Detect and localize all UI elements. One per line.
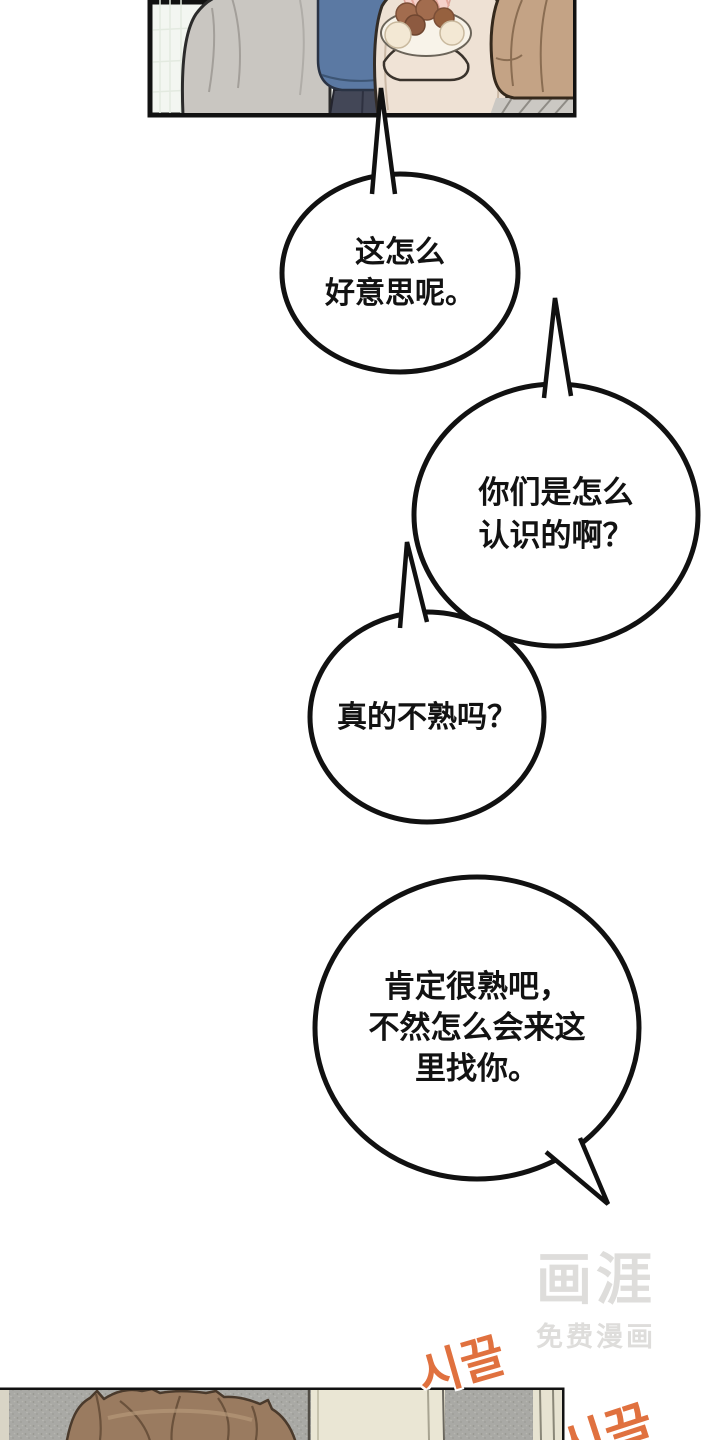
speech-bubble-2 <box>411 297 701 649</box>
person-tan-jacket <box>489 0 573 113</box>
panel-top <box>147 0 577 118</box>
speech-bubble-4-tail <box>544 1137 611 1206</box>
bubble-line: 不然怎么会来这 <box>368 1009 586 1046</box>
pants-creases <box>501 97 570 113</box>
speech-bubble-3-text: 真的不熟吗？ <box>312 617 542 817</box>
character-hair <box>65 1390 297 1440</box>
speech-bubble-2-text: 你们是怎么 认识的啊？ <box>414 390 698 640</box>
gift-basket <box>380 0 472 82</box>
speech-bubble-1-shape <box>279 171 521 375</box>
bubble-line: 真的不熟吗？ <box>337 699 517 735</box>
hair-highlight <box>107 1408 253 1422</box>
speech-bubble-3-shape <box>307 609 547 825</box>
hair-strands <box>94 1393 259 1440</box>
wall-edge-strip <box>0 1390 9 1440</box>
watermark-logo: 画涯 <box>536 1248 656 1313</box>
door-frame-right <box>533 1390 562 1440</box>
watermark: 画涯 免费漫画 <box>536 1250 656 1354</box>
bubble-line: 这怎么 <box>355 235 445 270</box>
door <box>307 1390 445 1440</box>
bubble-line: 里找你。 <box>415 1050 539 1087</box>
bubble-line: 肯定很熟吧， <box>384 968 570 1005</box>
speech-bubble-4 <box>312 874 642 1206</box>
panel-bottom <box>0 1387 565 1440</box>
speech-bubble-1 <box>279 87 521 375</box>
speech-bubble-2-tail <box>541 297 574 399</box>
person-gray-coat <box>180 0 332 113</box>
speech-bubble-3 <box>307 541 547 825</box>
speech-bubble-1-text: 这怎么 好意思呢。 <box>285 177 515 369</box>
speech-bubble-4-text: 肯定很熟吧， 不然怎么会来这 里找你。 <box>316 878 638 1178</box>
speech-bubble-3-tail <box>397 541 430 629</box>
bubble-line: 认识的啊？ <box>478 518 634 554</box>
speech-bubble-4-shape <box>312 874 642 1182</box>
speech-bubble-1-tail <box>369 87 398 195</box>
bubble-line: 好意思呢。 <box>325 276 475 311</box>
bubble-line: 你们是怎么 <box>478 475 634 511</box>
watermark-subtitle: 免费漫画 <box>536 1322 656 1353</box>
